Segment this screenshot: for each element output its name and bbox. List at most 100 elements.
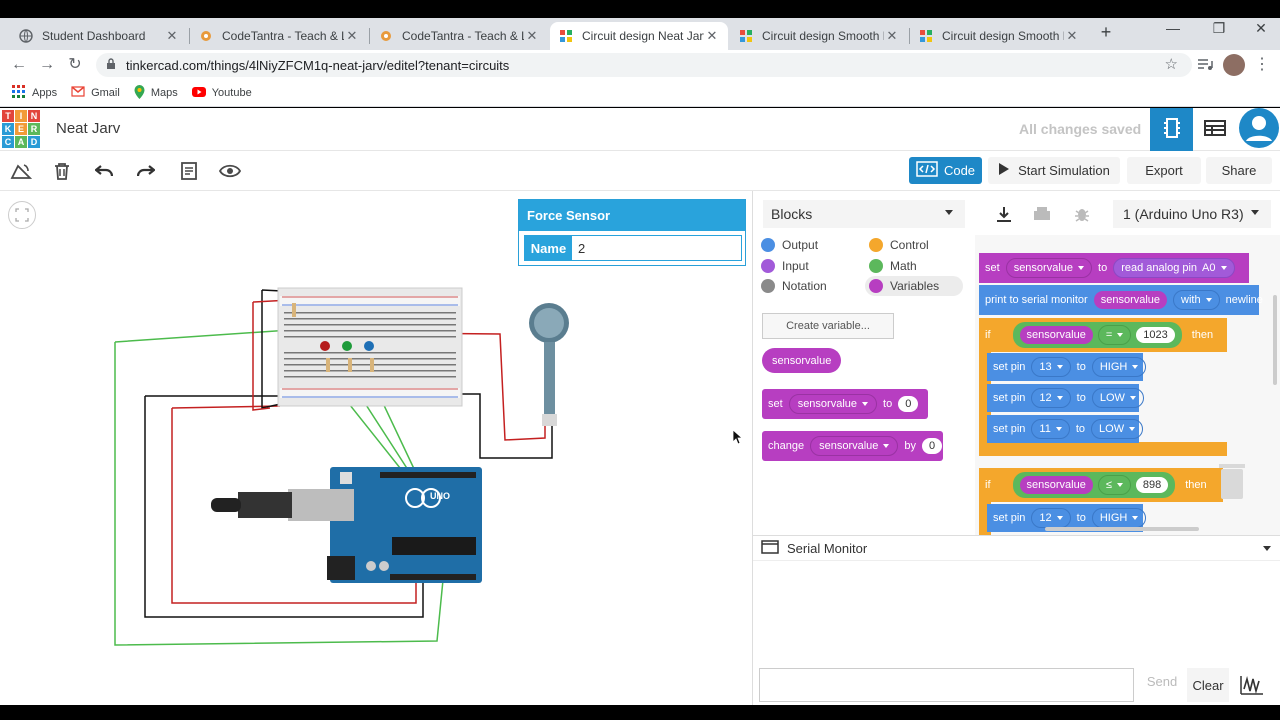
- close-icon[interactable]: ✕: [346, 28, 358, 43]
- tab-student-dashboard[interactable]: Student Dashboard ✕: [10, 22, 188, 50]
- operator-dropdown[interactable]: =: [1097, 325, 1132, 345]
- code-mode-select[interactable]: Blocks: [763, 200, 965, 228]
- serial-input[interactable]: [759, 668, 1134, 702]
- set-pin-block[interactable]: set pin 12 to LOW: [987, 384, 1144, 412]
- value-input[interactable]: 0: [898, 396, 919, 412]
- reload-icon[interactable]: ↻: [68, 56, 82, 73]
- bookmark-gmail[interactable]: Gmail: [71, 86, 120, 100]
- window-close-icon[interactable]: ✕: [1255, 20, 1267, 36]
- value-input[interactable]: 1023: [1136, 327, 1175, 343]
- tinkercad-logo[interactable]: T I N K E R C A D: [2, 110, 40, 148]
- variable-reporter[interactable]: sensorvalue: [1093, 291, 1168, 309]
- if-block-2[interactable]: if sensorvalue ≤ 898 then: [979, 468, 1223, 502]
- category-input[interactable]: Input: [757, 256, 809, 276]
- category-variables[interactable]: Variables: [865, 276, 964, 296]
- rotate-icon[interactable]: [8, 159, 34, 183]
- profile-avatar[interactable]: [1223, 54, 1245, 76]
- close-icon[interactable]: ✕: [1066, 28, 1078, 43]
- level-dropdown[interactable]: HIGH: [1091, 357, 1147, 377]
- tab-smooth-lap[interactable]: Circuit design Smooth Lap ✕: [910, 22, 1088, 50]
- close-icon[interactable]: ✕: [706, 28, 718, 43]
- circuit-view-button[interactable]: [1150, 108, 1193, 151]
- variable-dropdown[interactable]: sensorvalue: [1005, 258, 1093, 278]
- set-variable-block[interactable]: set sensorvalue to 0: [762, 389, 928, 419]
- graph-icon[interactable]: [1235, 668, 1269, 702]
- create-variable-button[interactable]: Create variable...: [762, 313, 894, 339]
- name-input[interactable]: 2: [578, 240, 586, 256]
- level-dropdown[interactable]: HIGH: [1091, 508, 1147, 528]
- bookmark-youtube[interactable]: Youtube: [191, 86, 252, 100]
- value-input[interactable]: 898: [1135, 477, 1169, 493]
- circuit-canvas[interactable]: UNO: [0, 191, 752, 705]
- notes-icon[interactable]: [176, 159, 202, 183]
- download-code-icon[interactable]: [993, 203, 1015, 225]
- components-list-button[interactable]: [1193, 108, 1236, 151]
- back-icon[interactable]: ←: [11, 56, 27, 73]
- tab-neat-jarv[interactable]: Circuit design Neat Jarv | T ✕: [550, 22, 728, 50]
- variable-reporter[interactable]: sensorvalue: [1019, 326, 1093, 344]
- project-title[interactable]: Neat Jarv: [56, 120, 121, 137]
- tab-smooth-blo[interactable]: Circuit design Smooth Blo ✕: [730, 22, 908, 50]
- set-pin-block[interactable]: set pin 11 to LOW: [987, 415, 1144, 443]
- device-select[interactable]: 1 (Arduino Uno R3): [1113, 200, 1271, 228]
- close-icon[interactable]: ✕: [526, 28, 538, 43]
- category-notation[interactable]: Notation: [757, 276, 827, 296]
- serial-monitor-header[interactable]: Serial Monitor: [753, 535, 1280, 561]
- pin-dropdown[interactable]: 11: [1031, 419, 1070, 439]
- bookmark-apps[interactable]: Apps: [12, 84, 57, 102]
- code-button[interactable]: Code: [909, 157, 982, 184]
- change-variable-block[interactable]: change sensorvalue by 0: [762, 431, 943, 461]
- if-block-1[interactable]: if sensorvalue = 1023 then: [979, 318, 1227, 352]
- maximize-icon[interactable]: ❐: [1212, 20, 1226, 36]
- browser-menu-icon[interactable]: ⋮: [1254, 56, 1270, 73]
- pin-dropdown[interactable]: 12: [1031, 508, 1071, 528]
- visibility-icon[interactable]: [217, 159, 243, 183]
- clear-button[interactable]: Clear: [1187, 668, 1229, 702]
- variable-reporter[interactable]: sensorvalue: [1019, 476, 1093, 494]
- level-dropdown[interactable]: LOW: [1091, 388, 1144, 408]
- operator-dropdown[interactable]: ≤: [1097, 475, 1131, 495]
- undo-icon[interactable]: [91, 159, 117, 183]
- tab-codetantra-2[interactable]: CodeTantra - Teach & Learn ✕: [370, 22, 548, 50]
- print-serial-block[interactable]: print to serial monitor sensorvalue with…: [979, 285, 1263, 315]
- variable-dropdown[interactable]: sensorvalue: [810, 436, 899, 456]
- user-avatar[interactable]: [1237, 108, 1280, 151]
- delete-icon[interactable]: [49, 159, 75, 183]
- tab-codetantra-1[interactable]: CodeTantra - Teach & Learn ✕: [190, 22, 368, 50]
- redo-icon[interactable]: [133, 159, 159, 183]
- export-button[interactable]: Export: [1127, 157, 1201, 184]
- close-icon[interactable]: ✕: [886, 28, 898, 43]
- workspace-scrollbar-vertical[interactable]: [1273, 295, 1277, 385]
- category-control[interactable]: Control: [865, 235, 929, 255]
- category-output[interactable]: Output: [757, 235, 818, 255]
- omnibox[interactable]: tinkercad.com/things/4lNiyZFCM1q-neat-ja…: [96, 53, 1192, 77]
- category-math[interactable]: Math: [865, 256, 917, 276]
- start-simulation-button[interactable]: Start Simulation: [988, 157, 1120, 184]
- compare-block[interactable]: sensorvalue ≤ 898: [1012, 472, 1176, 498]
- workspace-scrollbar-horizontal[interactable]: [1045, 527, 1199, 531]
- pin-dropdown[interactable]: 13: [1031, 357, 1071, 377]
- media-icon[interactable]: [1196, 56, 1214, 74]
- upload-icon[interactable]: [1031, 203, 1053, 225]
- forward-icon[interactable]: →: [39, 56, 55, 73]
- debugger-bug-icon[interactable]: [1071, 203, 1093, 225]
- trash-icon[interactable]: [1217, 461, 1247, 501]
- fit-view-icon[interactable]: [8, 201, 36, 229]
- close-icon[interactable]: ✕: [166, 28, 178, 43]
- with-dropdown[interactable]: with: [1173, 290, 1220, 310]
- set-pin-block[interactable]: set pin 13 to HIGH: [987, 353, 1147, 381]
- bookmark-maps[interactable]: Maps: [134, 84, 178, 102]
- pin-dropdown[interactable]: 12: [1031, 388, 1071, 408]
- bookmark-star-icon[interactable]: ☆: [1164, 56, 1178, 73]
- level-dropdown[interactable]: LOW: [1091, 419, 1144, 439]
- minimize-icon[interactable]: —: [1166, 20, 1180, 36]
- send-button[interactable]: Send: [1146, 674, 1178, 689]
- value-input[interactable]: 0: [922, 438, 943, 454]
- compare-block[interactable]: sensorvalue = 1023: [1012, 322, 1182, 348]
- variable-sensorvalue-block[interactable]: sensorvalue: [762, 348, 842, 373]
- share-button[interactable]: Share: [1206, 157, 1272, 184]
- variable-dropdown[interactable]: sensorvalue: [788, 394, 878, 414]
